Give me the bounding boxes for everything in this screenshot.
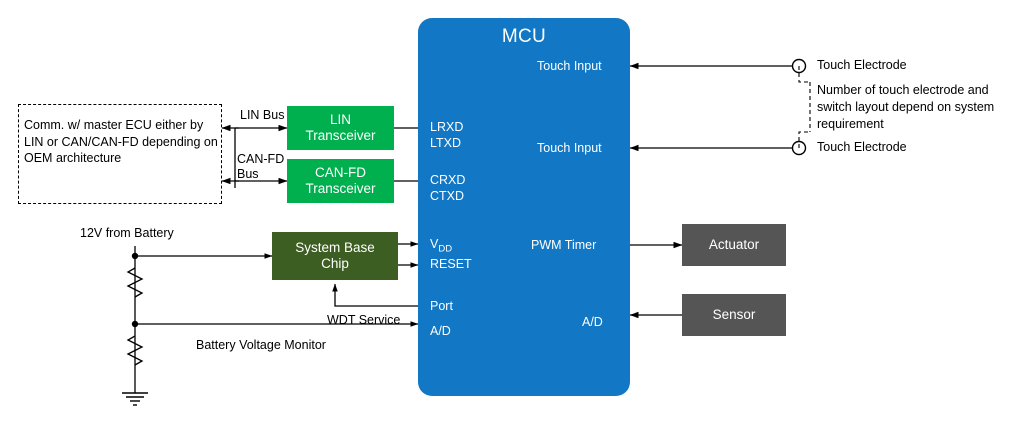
- mcu-pin-lrxd: LRXD: [430, 120, 464, 134]
- mcu-pin-port: Port: [430, 299, 453, 313]
- sensor-block: Sensor: [682, 294, 786, 336]
- ecu-comm-note: Comm. w/ master ECU either by LIN or CAN…: [24, 118, 218, 165]
- touch-electrode-bottom-label: Touch Electrode: [817, 140, 907, 154]
- mcu-pin-reset: RESET: [430, 257, 472, 271]
- lin-bus-label: LIN Bus: [240, 108, 285, 122]
- battery-supply-label: 12V from Battery: [80, 226, 174, 240]
- system-base-chip-block: System Base Chip: [272, 232, 398, 280]
- can-bus-label-line2: Bus: [237, 167, 259, 181]
- sbc-line2: Chip: [321, 256, 349, 271]
- mcu-pin-vdd-text: V: [430, 237, 439, 251]
- actuator-block: Actuator: [682, 224, 786, 266]
- mcu-pin-vdd: VDD: [430, 237, 452, 255]
- sbc-line1: System Base: [295, 240, 375, 256]
- lin-transceiver-line2: Transceiver: [305, 128, 376, 143]
- mcu-pin-ctxd: CTXD: [430, 189, 465, 203]
- lin-transceiver-line1: LIN: [329, 112, 351, 128]
- mcu-pin-ad-right: A/D: [582, 315, 603, 329]
- can-transceiver-block: CAN-FD Transceiver: [287, 159, 394, 203]
- mcu-title: MCU: [501, 26, 547, 47]
- mcu-pin-ad-left: A/D: [430, 324, 451, 338]
- mcu-pin-pwm-timer: PWM Timer: [531, 238, 597, 252]
- can-transceiver-line1: CAN-FD: [315, 165, 366, 181]
- actuator-label: Actuator: [708, 237, 760, 253]
- mcu-pin-crxd: CRXD: [430, 173, 466, 187]
- can-bus-label-line1: CAN-FD: [237, 152, 285, 166]
- touch-electrode-top-label: Touch Electrode: [817, 58, 907, 72]
- sensor-label: Sensor: [712, 307, 756, 323]
- mcu-pin-vdd-subscript: DD: [438, 243, 453, 255]
- ecu-comm-box: [18, 104, 222, 204]
- mcu-pin-touch-input-top: Touch Input: [537, 59, 602, 73]
- mcu-block: MCU: [418, 18, 630, 396]
- touch-electrode-note: Number of touch electrode and switch lay…: [817, 83, 995, 131]
- wdt-service-label: WDT Service: [327, 313, 401, 327]
- can-transceiver-line2: Transceiver: [305, 181, 376, 196]
- battery-voltage-monitor-label: Battery Voltage Monitor: [196, 338, 326, 352]
- mcu-pin-touch-input-bottom: Touch Input: [537, 141, 602, 155]
- mcu-pin-ltxd: LTXD: [430, 136, 462, 150]
- lin-transceiver-block: LIN Transceiver: [287, 106, 394, 150]
